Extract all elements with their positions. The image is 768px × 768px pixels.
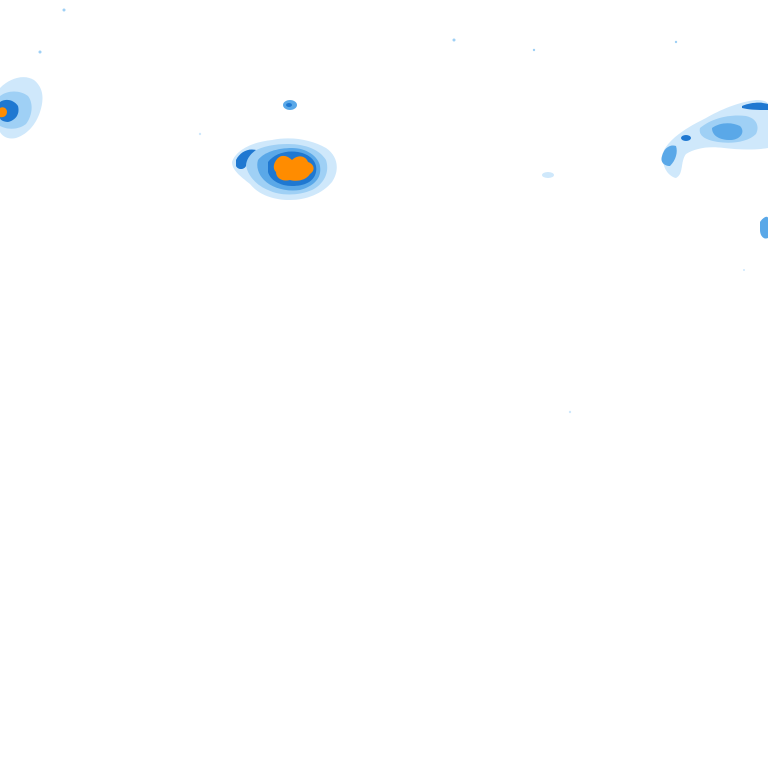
speck <box>674 40 678 44</box>
small-east-speck <box>542 172 554 178</box>
speck <box>38 50 42 54</box>
small-east-speck-echo <box>542 172 554 178</box>
small-north-cell-inner <box>286 103 292 107</box>
speck <box>743 269 745 271</box>
east-edge-fragment <box>760 216 768 239</box>
speck <box>62 8 66 12</box>
east-band-edge-streak <box>742 102 768 110</box>
east-band-west-fringe <box>661 145 677 166</box>
east-band-small-blob <box>681 135 691 141</box>
east-edge-fragment-echo <box>760 216 768 239</box>
speck <box>532 48 536 52</box>
scattered-returns <box>38 8 745 414</box>
central-cell-west-arc <box>236 149 256 169</box>
east-band-cell <box>661 100 768 178</box>
small-north-cell <box>283 100 297 110</box>
east-band-heavy-echo <box>712 123 743 140</box>
speck <box>198 132 202 136</box>
speck <box>452 38 456 42</box>
west-cell-core <box>0 107 7 118</box>
central-cell-core <box>273 155 314 181</box>
speck <box>568 410 572 414</box>
central-cell <box>232 138 337 200</box>
west-cell-heavy-echo <box>0 99 19 122</box>
west-edge-cell <box>0 77 43 139</box>
